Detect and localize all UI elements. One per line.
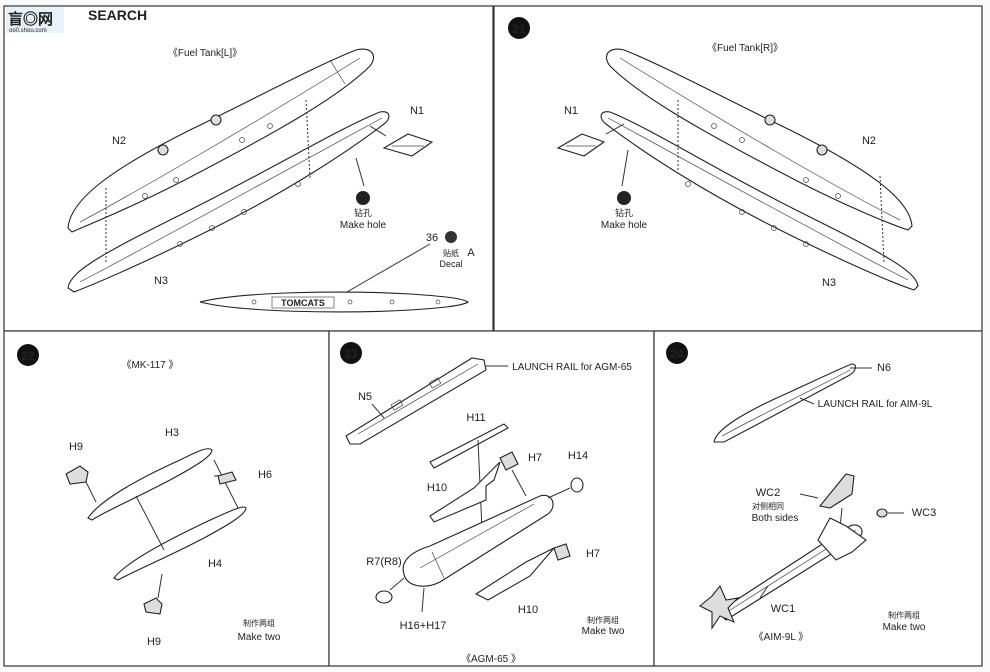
svg-text:T: T: [360, 194, 366, 204]
step-title: 《AIM-9L 》: [754, 631, 809, 643]
decal-icon: [445, 231, 457, 243]
label-h9-bottom: H9: [147, 636, 161, 648]
label-n2: N2: [862, 135, 876, 147]
label-n3: N3: [154, 275, 168, 287]
label-h14: H14: [568, 450, 588, 462]
label-h16-h17: H16+H17: [400, 620, 447, 632]
step-number: 22: [21, 349, 35, 363]
decal-text: TOMCATS: [281, 298, 325, 308]
label-n2: N2: [112, 135, 126, 147]
panel-frames: [3, 5, 983, 667]
part-h10-lower: [474, 547, 555, 601]
label-n1: N1: [564, 105, 578, 117]
part-r7: [375, 590, 393, 604]
step-fuel-tank-left: 《Fuel Tank[L]》 N1 N2 N3 T 钻孔 Make hole 3…: [67, 47, 475, 313]
part-wc2: [818, 473, 855, 509]
step-title: 《AGM-65 》: [461, 653, 521, 665]
part-h7-upper: [499, 451, 519, 471]
label-h4: H4: [208, 558, 222, 570]
step-number: 21: [512, 22, 526, 36]
decal-cn: 贴纸: [443, 248, 459, 258]
step-number-badge: [17, 344, 39, 366]
note-cn: 制作两组: [243, 618, 275, 628]
part-n1: [382, 133, 434, 157]
step-24-aim9l: 24 N6 LAUNCH RAIL for AIM-9L WC2 对侧相同 Bo…: [666, 342, 936, 643]
step-number: 24: [670, 347, 684, 361]
note-en: Make two: [582, 626, 625, 637]
svg-text:T: T: [621, 194, 627, 204]
part-wc3: [876, 508, 888, 518]
step-title: 《Fuel Tank[R]》: [707, 42, 783, 54]
label-n6: N6: [877, 362, 891, 374]
step-number-badge: [666, 342, 688, 364]
label-h10-upper: H10: [427, 482, 447, 494]
label-n3: N3: [822, 277, 836, 289]
label-r7: R7(R8): [366, 556, 401, 568]
step-23-agm65: 23 LAUNCH RAIL for AGM-65 N5 H11 H10 H7 …: [340, 342, 632, 665]
label-h11: H11: [466, 412, 485, 424]
decal-sheet: A: [467, 247, 475, 259]
watermark-logo: 盲◎网 oo0.shou.com SEARCH: [6, 7, 147, 34]
drill-hole-icon: [356, 191, 370, 205]
label-h9-top: H9: [69, 441, 83, 453]
step-22-mk117: 22 《MK-117 》 H3 H4 H6 H9 H9 制作两组 Make tw…: [17, 344, 281, 648]
part-n1: [556, 133, 606, 157]
step-number-badge: [508, 17, 530, 39]
aim9l-rear-fins: [699, 584, 740, 630]
filler-cap: [157, 144, 169, 156]
step-number: 23: [344, 347, 358, 361]
label-h7-upper: H7: [528, 452, 542, 464]
watermark-glyphs: 盲◎网: [8, 10, 53, 28]
label-launch-rail: LAUNCH RAIL for AIM-9L: [818, 399, 933, 410]
label-h3: H3: [165, 427, 179, 439]
part-h6: [217, 471, 237, 485]
step-title: 《Fuel Tank[L]》: [168, 47, 242, 59]
watermark-text: SEARCH: [88, 7, 147, 23]
sides-cn: 对侧相同: [752, 501, 784, 511]
label-wc1: WC1: [771, 603, 795, 615]
drill-hole-icon: [617, 191, 631, 205]
part-h10-upper: [429, 461, 501, 523]
aim9l-canard-fins: [817, 517, 867, 561]
label-h10-lower: H10: [518, 604, 538, 616]
label-n1: N1: [410, 105, 424, 117]
note-en: Make two: [238, 632, 281, 643]
note-cn: 制作两组: [888, 610, 920, 620]
note-en: Make two: [883, 622, 926, 633]
step-21-fuel-tank-right: 21 《Fuel Tank[R]》 N1 N2 N3 T 钻孔 Make hol…: [508, 17, 919, 291]
part-h14: [570, 477, 584, 493]
part-h9-bottom: [143, 597, 163, 615]
filler-cap: [210, 114, 222, 126]
part-h9-top: [65, 465, 89, 485]
hole-cn: 钻孔: [615, 207, 633, 218]
hole-cn: 钻孔: [354, 207, 372, 218]
hole-en: Make hole: [601, 220, 648, 231]
label-launch-rail: LAUNCH RAIL for AGM-65: [512, 362, 632, 373]
decal-number: 36: [426, 232, 438, 244]
label-wc3: WC3: [912, 507, 936, 519]
agm65-missile-body: [402, 494, 554, 587]
part-h7-lower: [553, 543, 571, 561]
label-n5: N5: [358, 391, 372, 403]
part-h3: [87, 448, 213, 521]
part-h11: [429, 423, 509, 469]
step-title: 《MK-117 》: [121, 359, 178, 371]
label-wc2: WC2: [756, 487, 780, 499]
label-h7-lower: H7: [586, 548, 600, 560]
watermark-subtext: oo0.shou.com: [9, 28, 47, 34]
label-h6: H6: [258, 469, 272, 481]
note-cn: 制作两组: [587, 615, 619, 625]
hole-en: Make hole: [340, 220, 387, 231]
step-number-badge: [340, 342, 362, 364]
sides-en: Both sides: [752, 513, 799, 524]
decal-en: Decal: [439, 259, 462, 269]
